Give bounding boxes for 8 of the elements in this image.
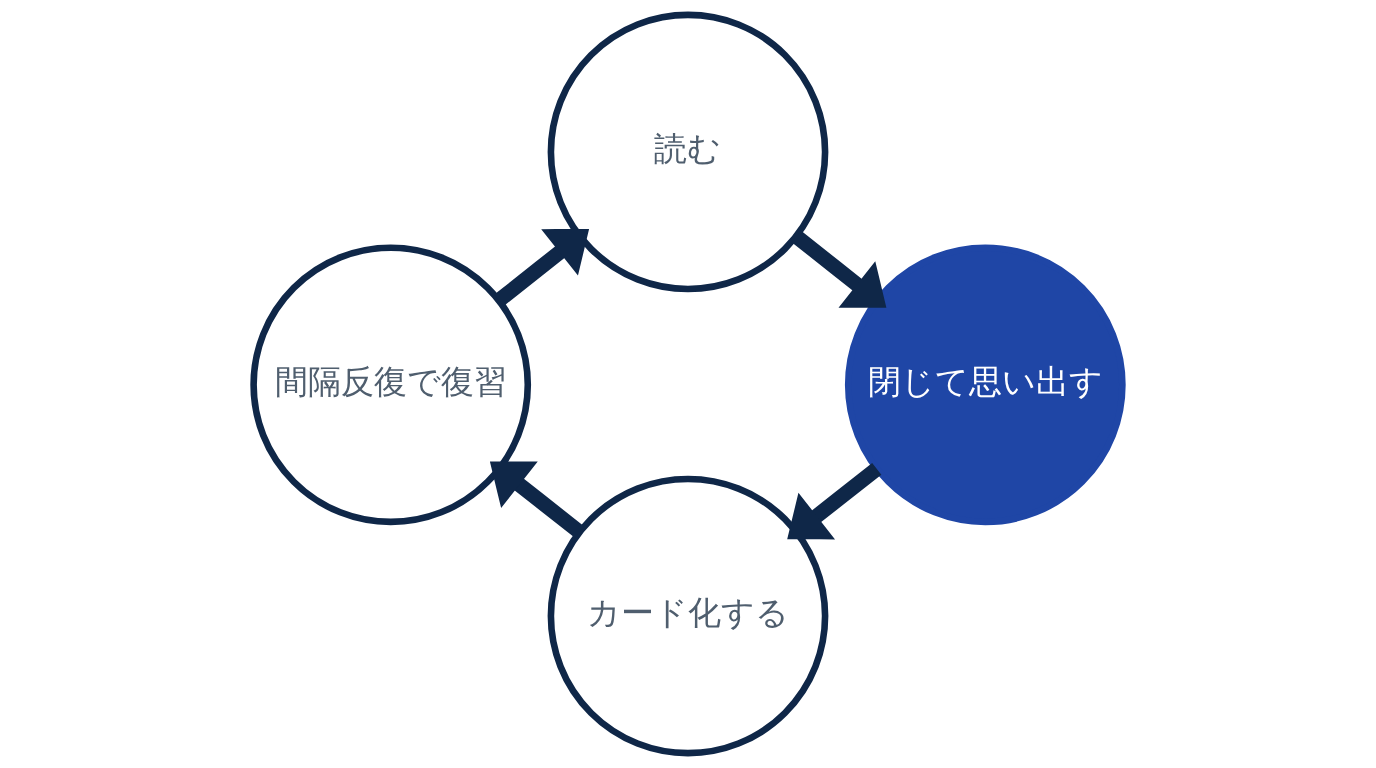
arrow — [787, 463, 882, 540]
arrow — [489, 461, 585, 538]
arrow — [494, 229, 590, 307]
node-circle: 読む — [547, 11, 829, 293]
node-circle: 間隔反復で復習 — [250, 244, 532, 526]
node-circle: カード化する — [547, 475, 829, 757]
arrow — [791, 230, 887, 308]
node-circle: 閉じて思い出す — [844, 244, 1126, 526]
